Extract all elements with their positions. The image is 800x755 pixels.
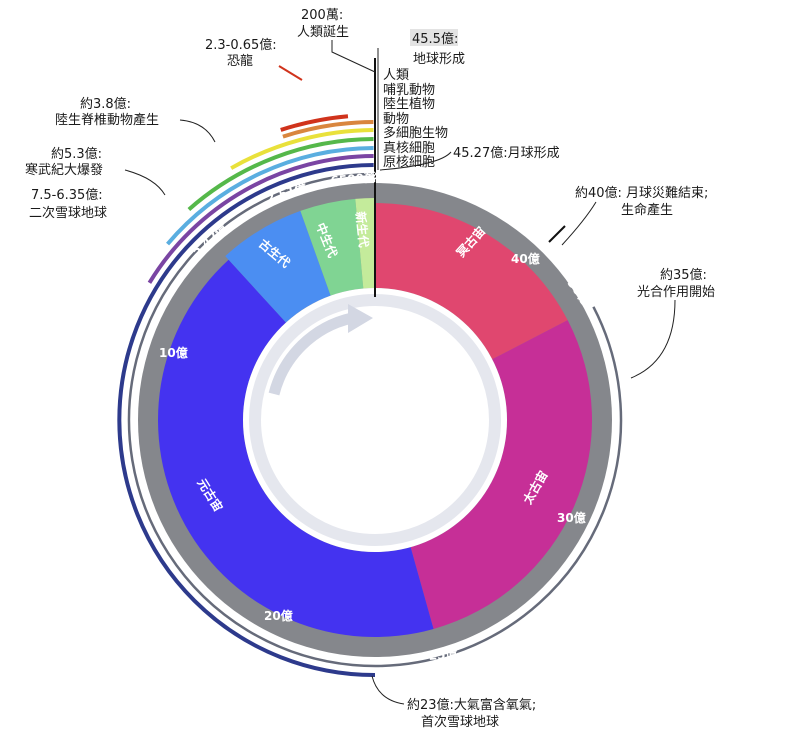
inner-tick-10: 10億 <box>159 345 188 360</box>
ring-tick-25: 25億 <box>428 646 458 663</box>
ann-snowball2-2: 二次雪球地球 <box>29 205 107 221</box>
eon-wedge-hadean <box>375 203 568 360</box>
ann-vert-2: 陸生脊椎動物產生 <box>55 112 159 128</box>
ann-earth-2: 地球形成 <box>413 52 465 67</box>
clockwise-arrow <box>268 312 354 396</box>
ann-bombard-1: 約40億: 月球災難結束; <box>575 185 708 201</box>
ann-cambrian-1: 約5.3億: <box>51 146 102 162</box>
leader-moon <box>379 151 452 171</box>
ring-tick-6500: 6500萬 <box>330 169 377 188</box>
ann-vert-1: 約3.8億: <box>80 96 131 112</box>
life-arc-animals <box>166 146 374 246</box>
ann-oxygen-2: 首次雪球地球 <box>421 714 499 730</box>
ann-photo-2: 光合作用開始 <box>637 285 715 300</box>
ann-oxygen-1: 約23億:大氣富含氧氣; <box>407 697 536 713</box>
arrow-head <box>348 304 373 333</box>
life-label-mammals: 哺乳動物 <box>383 83 435 98</box>
life-arc-mammals <box>230 128 374 170</box>
ann-dino-1: 2.3-0.65億: <box>205 37 277 53</box>
life-label-multicellular: 多細胞生物 <box>383 125 448 141</box>
life-arc-multicellular <box>147 154 374 284</box>
life-label-prokaryote: 原核細胞 <box>383 155 435 170</box>
highlight-earth-formation <box>410 29 458 46</box>
leader-bombard <box>561 201 597 246</box>
life-arc-land_plants <box>187 137 374 211</box>
life-label-humans: 人類 <box>383 68 409 83</box>
life-arc-eukaryote <box>117 163 376 678</box>
ann-moon: 45.27億:月球形成 <box>453 145 560 161</box>
leader-human-birth <box>331 40 376 73</box>
eon-wedge-proterozoic <box>158 259 434 637</box>
ann-dino-2: 恐龍 <box>227 53 253 69</box>
era-wedge-mesozoic <box>300 198 364 296</box>
inner-tick-30: 30億 <box>557 510 586 525</box>
leader-photo <box>630 299 676 379</box>
ann-human-birth-1: 200萬: <box>301 8 343 23</box>
ring-tick-46: 46億 <box>372 169 401 184</box>
dinosaur-leader <box>278 65 303 81</box>
tick-mark-40 <box>548 225 566 243</box>
era-label-cenozoic: 新生代 <box>353 211 372 248</box>
ann-photo-1: 約35億: <box>660 267 707 283</box>
ann-snowball2-1: 7.5-6.35億: <box>31 187 103 203</box>
life-label-eukaryote: 真核細胞 <box>383 141 435 156</box>
inner-disk <box>243 288 507 552</box>
leader-vert <box>179 119 216 143</box>
life-label-land-plants: 陸生植物 <box>383 96 435 112</box>
leader-cambrian <box>124 169 166 196</box>
inner-tick-40: 40億 <box>511 251 540 266</box>
inner-circle <box>249 294 501 546</box>
life-arc-humans <box>282 120 374 139</box>
ann-bombard-2: 生命產生 <box>621 202 673 218</box>
ann-human-birth-2: 人類誕生 <box>297 25 349 40</box>
life-label-animals: 動物 <box>383 112 409 127</box>
inner-tick-20: 20億 <box>264 608 293 623</box>
life-arc-prokaryote <box>127 172 623 668</box>
eon-wedge-archean <box>410 320 592 629</box>
era-wedge-paleozoic <box>225 210 331 323</box>
dinosaur-arc <box>280 114 349 132</box>
ann-earth-1: 45.5億: <box>412 31 458 47</box>
ann-cambrian-2: 寒武紀大爆發 <box>25 162 103 178</box>
era-wedge-cenozoic <box>355 198 375 289</box>
leader-oxygen <box>371 675 405 705</box>
